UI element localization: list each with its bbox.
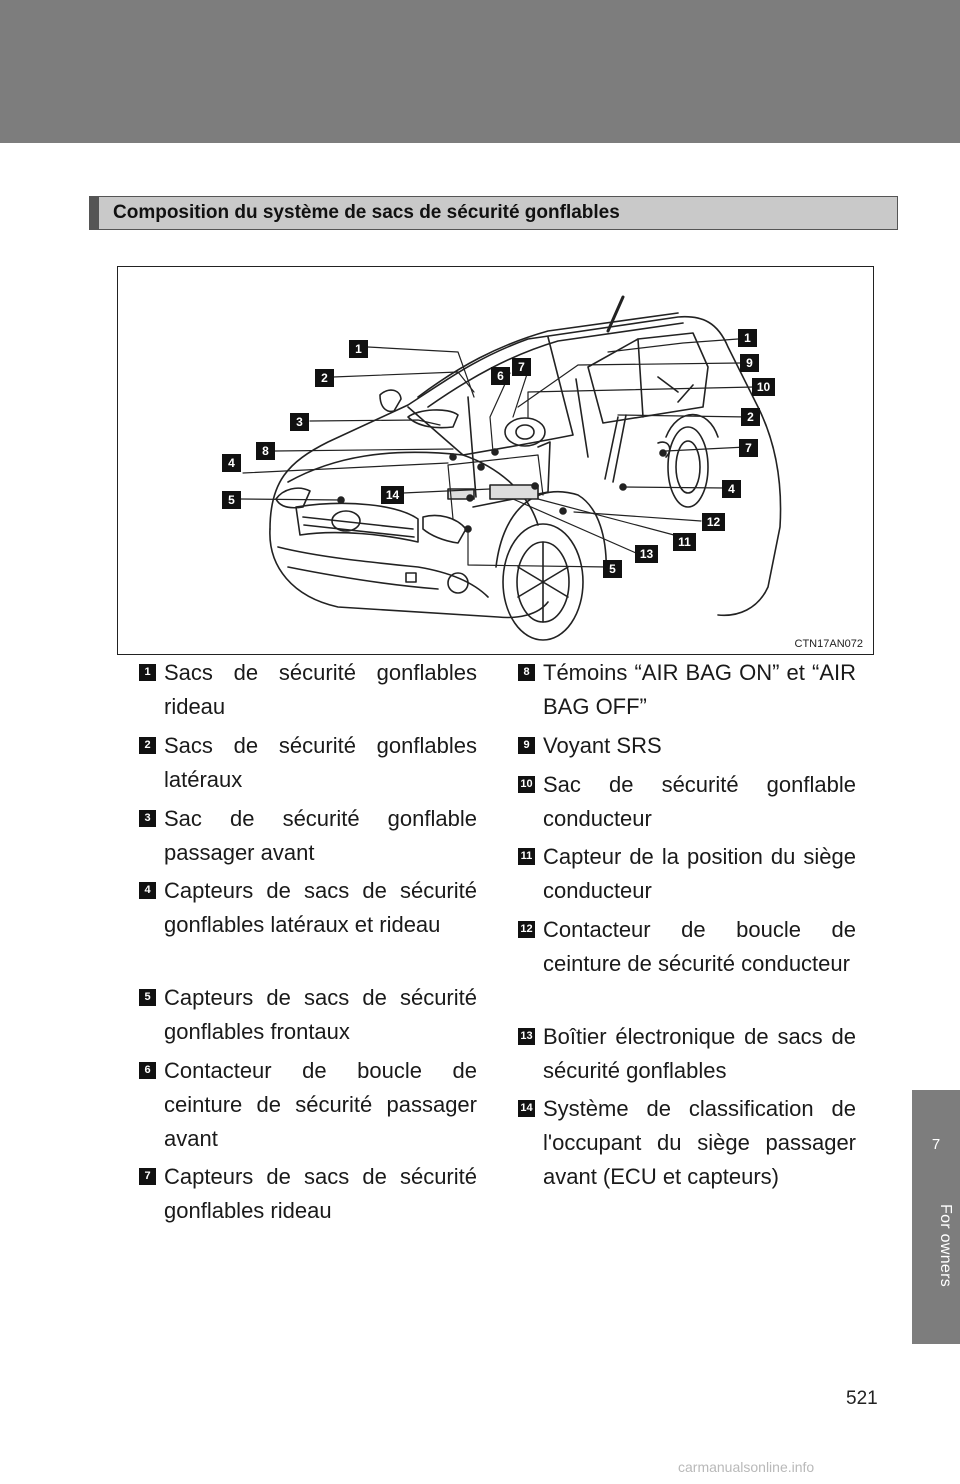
section-title: Composition du système de sacs de sécuri… [113,202,620,223]
legend-text-9: Voyant SRS [543,733,662,758]
legend-item-1: 1 Sacs de sécurité gonflables rideau [139,656,477,724]
callout-5-left: 5 [222,491,241,509]
legend-key-1: 1 [139,664,156,681]
chapter-number: 7 [931,1136,941,1153]
callout-1-left: 1 [349,340,368,358]
vehicle-illustration [239,295,782,641]
figure-code: CTN17AN072 [794,638,863,650]
legend-key-8: 8 [518,664,535,681]
top-header-band [0,0,960,143]
legend-key-6: 6 [139,1062,156,1079]
legend-text-3: Sac de sécurité gonflable passager avant [164,806,477,865]
page-number: 521 [846,1388,878,1409]
legend-item-13: 13 Boîtier électronique de sacs de sécur… [518,1020,856,1088]
legend-text-14: Système de classification de l'occupant … [543,1096,856,1189]
legend-text-10: Sac de sécurité gonflable conducteur [543,772,856,831]
legend-key-11: 11 [518,848,535,865]
legend-item-8: 8 Témoins “AIR BAG ON” et “AIR BAG OFF” [518,656,856,724]
legend-text-1: Sacs de sécurité gonflables rideau [164,660,477,719]
legend-item-6: 6 Contacteur de boucle de ceinture de sé… [139,1054,477,1156]
legend-key-4: 4 [139,882,156,899]
legend-item-7: 7 Capteurs de sacs de sécurité gonflable… [139,1160,477,1228]
legend-key-2: 2 [139,737,156,754]
legend-item-11: 11 Capteur de la position du siège condu… [518,840,856,908]
callout-3: 3 [290,413,309,431]
callout-11: 11 [673,533,696,551]
callout-4-right: 4 [722,480,741,498]
legend-key-13: 13 [518,1028,535,1045]
section-header-bar [90,197,99,229]
airbag-diagram-figure: 1 2 3 8 4 5 14 7 6 1 9 10 2 7 4 12 11 13… [117,266,874,655]
legend-text-13: Boîtier électronique de sacs de sécurité… [543,1024,856,1083]
legend-text-12: Contacteur de boucle de ceinture de sécu… [543,917,856,976]
legend-text-6: Contacteur de boucle de ceinture de sécu… [164,1058,477,1151]
legend-item-10: 10 Sac de sécurité gonflable conducteur [518,768,856,836]
callout-12: 12 [702,513,725,531]
legend-item-9: 9 Voyant SRS [518,729,856,763]
callout-7-top: 7 [512,358,531,376]
callout-4-left: 4 [222,454,241,472]
callout-10: 10 [752,378,775,396]
callout-7-right: 7 [739,439,758,457]
legend-item-5: 5 Capteurs de sacs de sécurité gonflable… [139,981,477,1049]
legend-item-3: 3 Sac de sécurité gonflable passager ava… [139,802,477,870]
chapter-label: For owners [937,1204,954,1288]
callout-8: 8 [256,442,275,460]
legend-key-9: 9 [518,737,535,754]
legend-text-11: Capteur de la position du siège conducte… [543,844,856,903]
callout-14: 14 [381,486,404,504]
legend-item-4: 4 Capteurs de sacs de sécurité gonflable… [139,874,477,942]
legend-key-14: 14 [518,1100,535,1117]
chapter-tab [912,1090,960,1344]
legend-key-7: 7 [139,1168,156,1185]
legend-key-3: 3 [139,810,156,827]
legend-text-7: Capteurs de sacs de sécurité gonflables … [164,1164,477,1223]
section-header: Composition du système de sacs de sécuri… [89,196,898,230]
legend-item-12: 12 Contacteur de boucle de ceinture de s… [518,913,856,981]
callout-9: 9 [740,354,759,372]
legend-text-2: Sacs de sécurité gonflables latéraux [164,733,477,792]
legend-text-4: Capteurs de sacs de sécurité gonflables … [164,878,477,937]
legend-item-2: 2 Sacs de sécurité gonflables latéraux [139,729,477,797]
footer-watermark: carmanualsonline.info [678,1459,815,1475]
legend-text-8: Témoins “AIR BAG ON” et “AIR BAG OFF” [543,660,856,719]
callout-13: 13 [635,545,658,563]
callout-2-left: 2 [315,369,334,387]
callout-5-bottom: 5 [603,560,622,578]
callout-1-right: 1 [738,329,757,347]
legend-key-12: 12 [518,921,535,938]
legend-item-14: 14 Système de classification de l'occupa… [518,1092,856,1194]
legend-key-10: 10 [518,776,535,793]
legend-text-5: Capteurs de sacs de sécurité gonflables … [164,985,477,1044]
callout-2-right: 2 [741,408,760,426]
callout-6: 6 [491,367,510,385]
legend-key-5: 5 [139,989,156,1006]
